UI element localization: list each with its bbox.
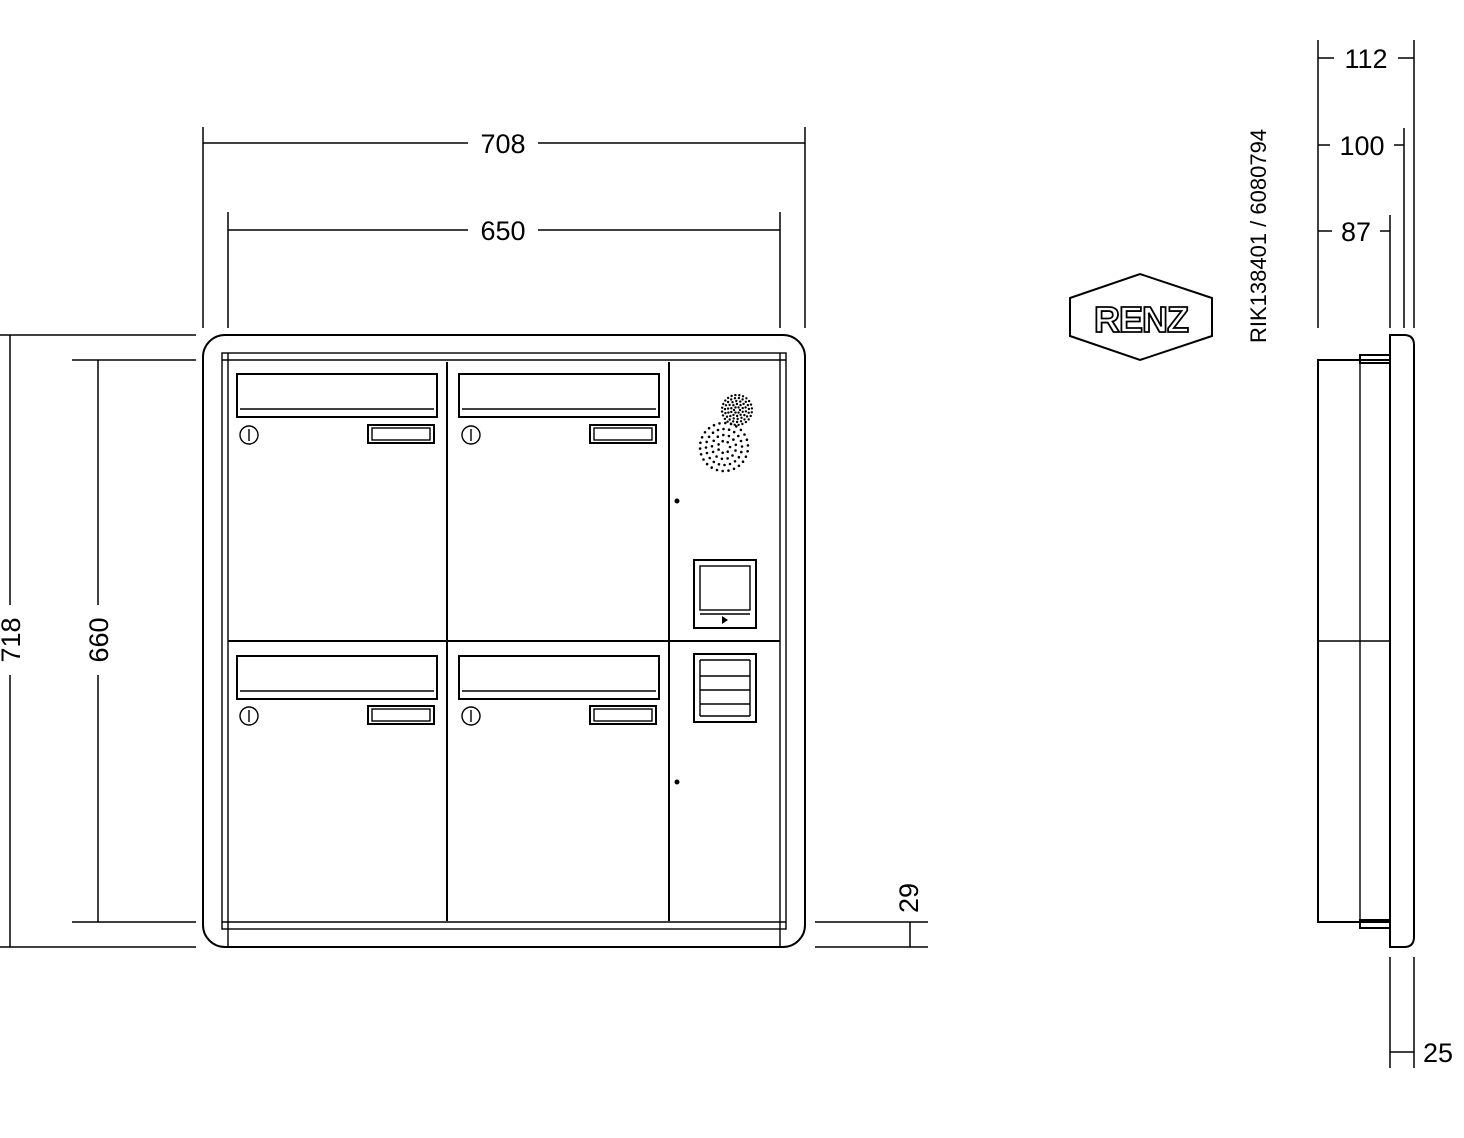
lock-cylinder-icon bbox=[239, 425, 259, 445]
mail-slot bbox=[458, 373, 660, 418]
dimension-overall-height: 718 bbox=[0, 334, 196, 948]
dimension-side-depth-total: 112 bbox=[1317, 40, 1415, 328]
name-plate bbox=[367, 424, 435, 444]
name-plate bbox=[367, 705, 435, 725]
lock-cylinder-icon bbox=[461, 706, 481, 726]
mailbox-door-bottom-left bbox=[236, 655, 438, 726]
intercom-panel bbox=[674, 393, 757, 785]
article-number: RIK138401 / 6080794 bbox=[1246, 129, 1271, 343]
bell-button-panel-icon bbox=[693, 653, 757, 723]
mailbox-door-top-left bbox=[236, 373, 438, 445]
dimension-label: 650 bbox=[480, 216, 525, 246]
name-plate bbox=[589, 705, 657, 725]
inner-frame bbox=[221, 352, 787, 930]
brand-logo: RENZ bbox=[1069, 272, 1213, 362]
dimension-side-frame: 25 bbox=[1389, 957, 1453, 1068]
dimension-label: 87 bbox=[1341, 217, 1371, 247]
lock-cylinder-icon bbox=[461, 425, 481, 445]
dimension-bottom-offset: 29 bbox=[815, 883, 928, 948]
side-front-frame bbox=[1389, 334, 1415, 948]
mailbox-door-top-middle bbox=[458, 373, 660, 445]
dimension-label: 660 bbox=[84, 617, 114, 662]
mail-slot bbox=[458, 655, 660, 700]
dimension-inner-height: 660 bbox=[72, 359, 196, 923]
dimension-label: 29 bbox=[894, 883, 924, 913]
mail-slot bbox=[236, 655, 438, 700]
dimension-label: 708 bbox=[480, 129, 525, 159]
mailbox-door-bottom-middle bbox=[458, 655, 660, 726]
dimension-side-depth-mid: 100 bbox=[1318, 128, 1405, 328]
name-plate bbox=[589, 424, 657, 444]
dimension-label: 100 bbox=[1339, 131, 1384, 161]
dimension-side-depth-inner: 87 bbox=[1318, 215, 1391, 328]
hinge-dot bbox=[674, 779, 680, 785]
dimension-label: 25 bbox=[1423, 1038, 1453, 1068]
dimension-label: 112 bbox=[1344, 44, 1387, 74]
front-view bbox=[202, 334, 806, 948]
outer-frame bbox=[202, 334, 806, 948]
dimension-inner-width: 650 bbox=[227, 212, 781, 328]
dimension-overall-width: 708 bbox=[202, 127, 806, 328]
camera-module-icon bbox=[693, 559, 757, 629]
logo-text: RENZ bbox=[1094, 299, 1188, 340]
dimension-label: 718 bbox=[0, 617, 26, 662]
hinge-dot bbox=[674, 498, 680, 504]
speaker-grille-icon bbox=[698, 393, 754, 473]
mail-slot bbox=[236, 373, 438, 418]
lock-cylinder-icon bbox=[239, 706, 259, 726]
side-view bbox=[1317, 334, 1415, 948]
